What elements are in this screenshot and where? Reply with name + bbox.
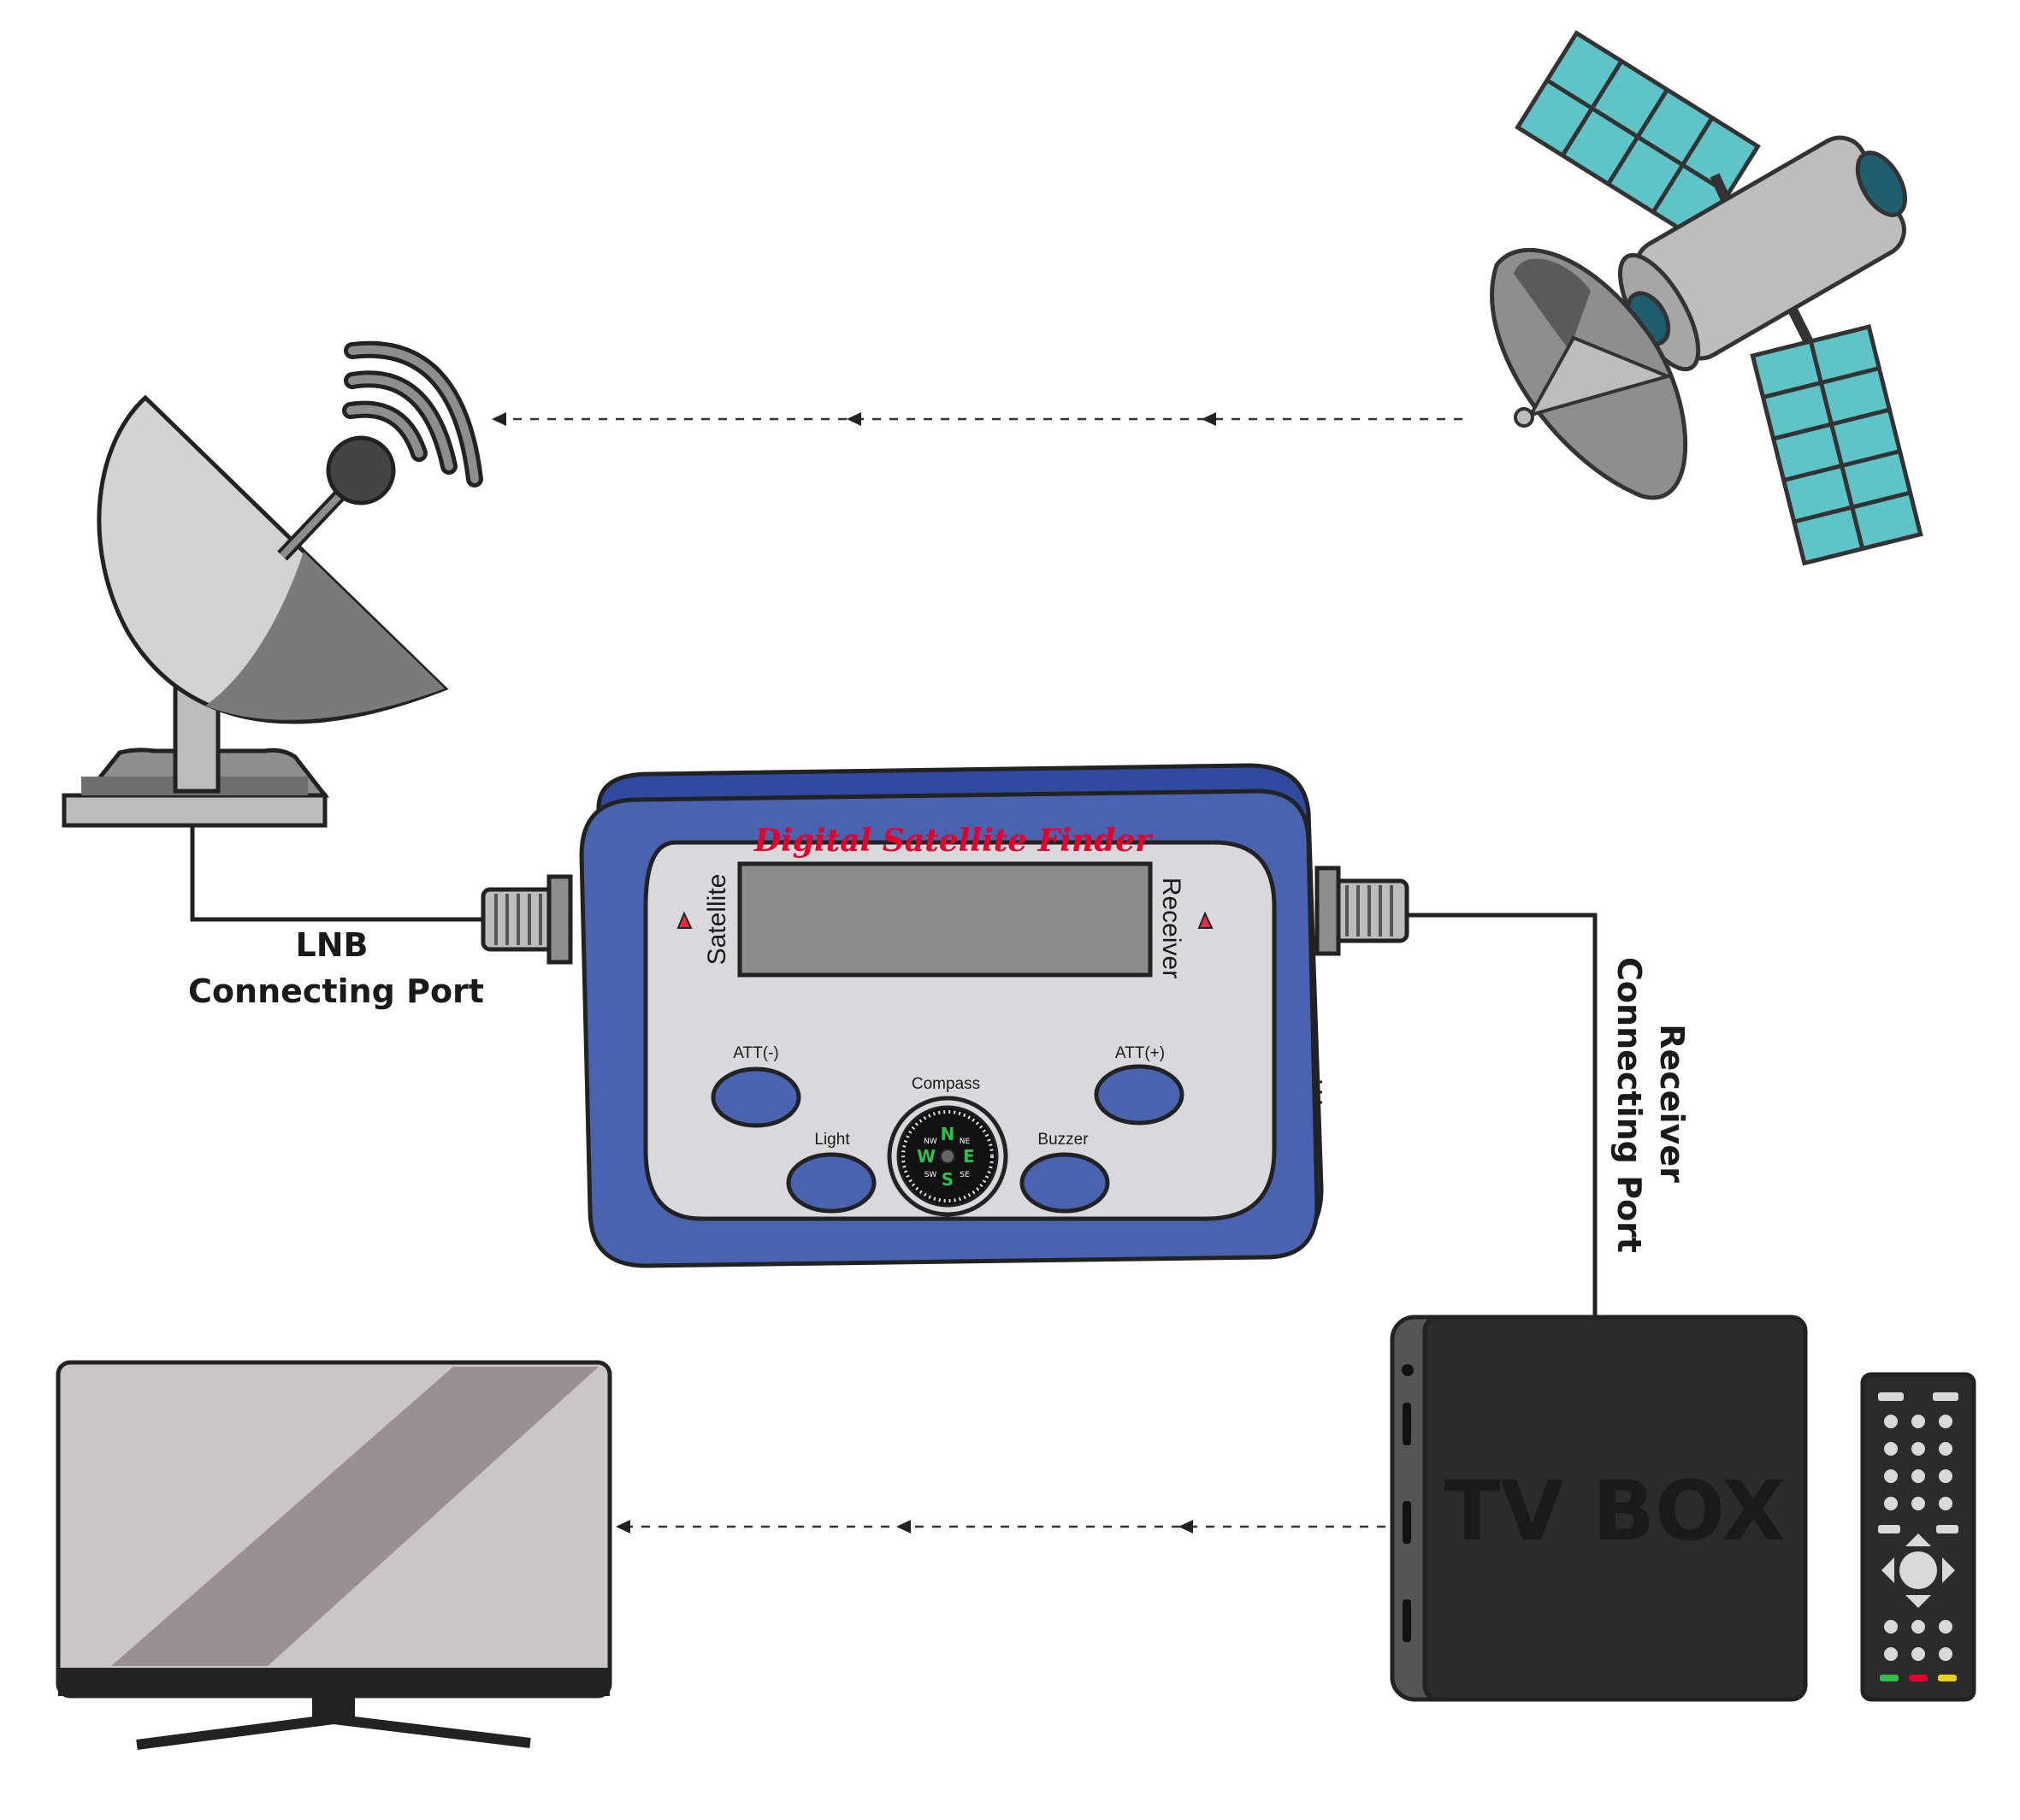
compass-se: SE — [960, 1171, 970, 1179]
compass-w: W — [917, 1146, 936, 1167]
lcd-screen — [737, 861, 1153, 978]
satellite-finder-device: Digital Satellite Finder Satellite Recei… — [481, 763, 1409, 1268]
signal-arrow-bottom — [616, 1520, 1385, 1533]
receiver-cable — [1407, 913, 1598, 1317]
lnb-port-connector — [481, 874, 573, 965]
compass-n: N — [941, 1124, 955, 1144]
lnb-cable — [190, 825, 483, 922]
set-top-box-icon: TV BOX — [1390, 1315, 1808, 1702]
remote-control-icon — [1860, 1372, 1976, 1702]
tv-box-label: TV BOX — [1444, 1463, 1786, 1559]
compass-icon: N S E W NE NW SE SW — [887, 1096, 1008, 1217]
compass-s: S — [942, 1169, 954, 1190]
receiver-label-line1: Receiver — [1653, 1024, 1691, 1183]
compass-sw: SW — [924, 1171, 937, 1179]
compass-e: E — [963, 1146, 975, 1167]
lnb-label-line1: LNB — [296, 926, 369, 964]
satellite-port-label: Satellite — [703, 874, 731, 966]
buzzer-button[interactable] — [1019, 1152, 1110, 1214]
att-plus-label: ATT(+) — [1115, 1044, 1165, 1062]
television-icon — [56, 1360, 612, 1750]
compass-label: Compass — [912, 1075, 980, 1093]
satellite-port-indicator — [676, 911, 693, 929]
att-minus-button[interactable] — [711, 1067, 801, 1128]
compass-ne: NE — [960, 1138, 971, 1146]
light-label: Light — [814, 1131, 850, 1149]
receiver-label-line2: Connecting Port — [1610, 957, 1648, 1253]
satellite-icon — [1490, 30, 1923, 566]
signal-arrow-top — [492, 412, 1462, 426]
light-button[interactable] — [786, 1152, 877, 1214]
buzzer-label: Buzzer — [1037, 1131, 1089, 1149]
att-plus-button[interactable] — [1094, 1064, 1184, 1126]
att-minus-label: ATT(-) — [733, 1044, 778, 1062]
device-title: Digital Satellite Finder — [753, 823, 1154, 859]
satellite-dish-icon — [62, 340, 483, 828]
receiver-port-connector — [1314, 866, 1409, 956]
lnb-label-line2: Connecting Port — [188, 972, 484, 1010]
receiver-port-indicator — [1197, 911, 1214, 929]
compass-nw: NW — [924, 1138, 937, 1146]
receiver-port-label: Receiver — [1157, 878, 1185, 978]
